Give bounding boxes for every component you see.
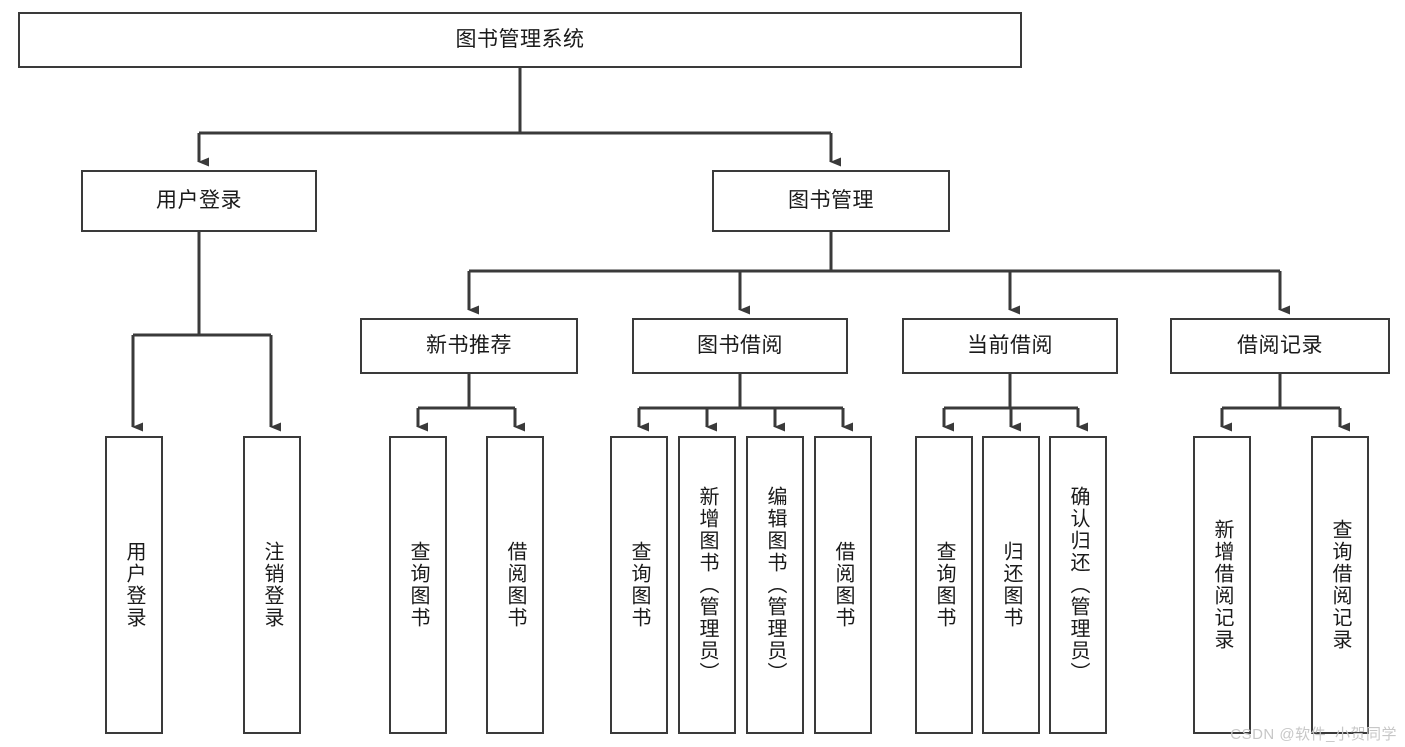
leaf-book-borrow-add-label: 新增图书（管理员） bbox=[696, 486, 718, 684]
leaf-current-borrow-confirm-label: 确认归还（管理员） bbox=[1067, 486, 1089, 684]
leaf-book-borrow-edit-label: 编辑图书（管理员） bbox=[764, 486, 786, 684]
leaf-book-borrow-query-label: 查询图书 bbox=[628, 541, 650, 629]
leaf-user-login-login[interactable]: 用户登录 bbox=[105, 436, 163, 734]
node-borrow-record[interactable]: 借阅记录 bbox=[1170, 318, 1390, 374]
node-user-login[interactable]: 用户登录 bbox=[81, 170, 317, 232]
leaf-book-borrow-lend-label: 借阅图书 bbox=[832, 541, 854, 629]
leaf-book-borrow-add[interactable]: 新增图书（管理员） bbox=[678, 436, 736, 734]
node-book-management-label: 图书管理 bbox=[788, 188, 874, 212]
node-book-management[interactable]: 图书管理 bbox=[712, 170, 950, 232]
node-new-book-recommend[interactable]: 新书推荐 bbox=[360, 318, 578, 374]
leaf-borrow-record-query-label: 查询借阅记录 bbox=[1329, 519, 1351, 651]
leaf-current-borrow-query[interactable]: 查询图书 bbox=[915, 436, 973, 734]
leaf-current-borrow-query-label: 查询图书 bbox=[933, 541, 955, 629]
node-current-borrow[interactable]: 当前借阅 bbox=[902, 318, 1118, 374]
leaf-current-borrow-confirm[interactable]: 确认归还（管理员） bbox=[1049, 436, 1107, 734]
leaf-book-borrow-query[interactable]: 查询图书 bbox=[610, 436, 668, 734]
leaf-user-login-login-label: 用户登录 bbox=[123, 541, 145, 629]
node-book-borrow-label: 图书借阅 bbox=[697, 333, 783, 357]
leaf-new-book-borrow-label: 借阅图书 bbox=[504, 541, 526, 629]
leaf-book-borrow-lend[interactable]: 借阅图书 bbox=[814, 436, 872, 734]
node-borrow-record-label: 借阅记录 bbox=[1237, 333, 1323, 357]
node-root[interactable]: 图书管理系统 bbox=[18, 12, 1022, 68]
leaf-current-borrow-return-label: 归还图书 bbox=[1000, 541, 1022, 629]
leaf-new-book-borrow[interactable]: 借阅图书 bbox=[486, 436, 544, 734]
leaf-book-borrow-edit[interactable]: 编辑图书（管理员） bbox=[746, 436, 804, 734]
leaf-borrow-record-add[interactable]: 新增借阅记录 bbox=[1193, 436, 1251, 734]
leaf-user-login-logout[interactable]: 注销登录 bbox=[243, 436, 301, 734]
leaf-user-login-logout-label: 注销登录 bbox=[261, 541, 283, 629]
leaf-new-book-query-label: 查询图书 bbox=[407, 541, 429, 629]
leaf-current-borrow-return[interactable]: 归还图书 bbox=[982, 436, 1040, 734]
node-root-label: 图书管理系统 bbox=[455, 27, 585, 51]
leaf-borrow-record-add-label: 新增借阅记录 bbox=[1211, 519, 1233, 651]
node-book-borrow[interactable]: 图书借阅 bbox=[632, 318, 848, 374]
node-new-book-recommend-label: 新书推荐 bbox=[426, 333, 512, 357]
leaf-new-book-query[interactable]: 查询图书 bbox=[389, 436, 447, 734]
node-user-login-label: 用户登录 bbox=[156, 188, 242, 212]
leaf-borrow-record-query[interactable]: 查询借阅记录 bbox=[1311, 436, 1369, 734]
node-current-borrow-label: 当前借阅 bbox=[967, 333, 1053, 357]
